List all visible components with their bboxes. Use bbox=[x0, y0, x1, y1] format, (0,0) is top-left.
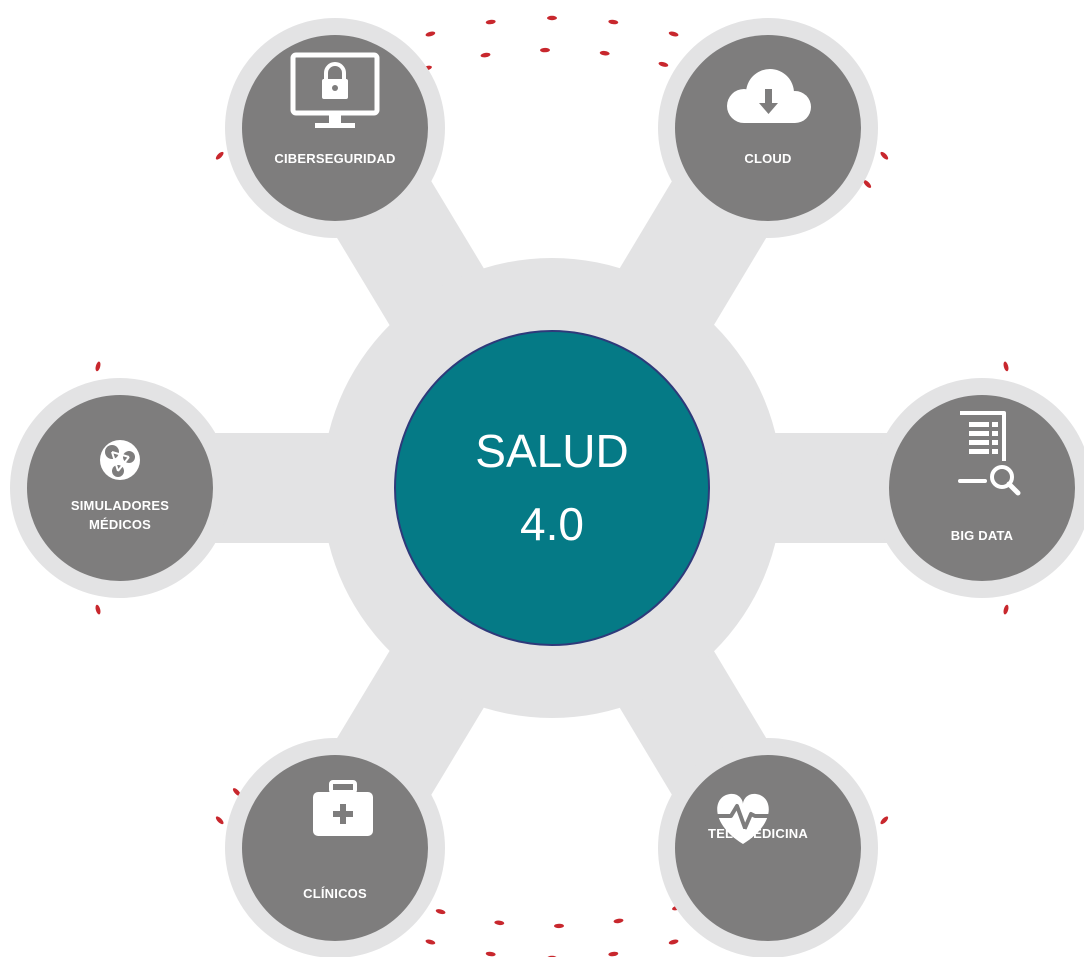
ring-dot bbox=[95, 604, 101, 615]
ring-dot bbox=[95, 361, 101, 372]
ring-dot bbox=[1003, 604, 1009, 615]
node-disc bbox=[27, 395, 213, 581]
node-disc bbox=[889, 395, 1075, 581]
ring-dot bbox=[880, 151, 889, 160]
ring-dot bbox=[880, 816, 889, 825]
node-disc bbox=[242, 755, 428, 941]
node-disc bbox=[675, 35, 861, 221]
ring-dot bbox=[668, 939, 679, 945]
ring-dot bbox=[599, 50, 610, 56]
center-disc bbox=[394, 330, 710, 646]
globe-network-icon bbox=[100, 440, 140, 480]
ring-dot bbox=[608, 951, 619, 957]
ring-dot bbox=[608, 19, 619, 25]
label-cloud: CLOUD bbox=[744, 151, 791, 166]
ring-dot bbox=[215, 151, 224, 160]
ring-dot bbox=[480, 52, 491, 58]
ring-dot bbox=[425, 939, 436, 945]
medical-kit-icon bbox=[313, 780, 373, 836]
node-telemedicina: TELEMEDICINA bbox=[658, 738, 878, 957]
node-big-data: BIG DATA bbox=[872, 378, 1084, 598]
label-clinicos: CLÍNICOS bbox=[303, 886, 367, 901]
center-title-line1: SALUD bbox=[475, 425, 628, 477]
lock-monitor-icon bbox=[290, 52, 380, 128]
ring-dot bbox=[1003, 361, 1009, 372]
ring-dot bbox=[435, 909, 446, 915]
heart-pulse-icon bbox=[713, 793, 773, 844]
ring-dot bbox=[863, 180, 872, 188]
node-clinicos: CLÍNICOS bbox=[225, 738, 445, 957]
ring-dot bbox=[613, 918, 624, 924]
ring-dot bbox=[554, 923, 564, 929]
node-simuladores-medicos: SIMULADORES MÉDICOS bbox=[10, 378, 230, 598]
ring-dot bbox=[232, 788, 241, 796]
label-ciberseguridad: CIBERSEGURIDAD bbox=[274, 151, 395, 166]
label-big-data: BIG DATA bbox=[951, 528, 1014, 543]
cloud-download-icon bbox=[727, 69, 811, 123]
ring-dot bbox=[668, 31, 679, 37]
label-telemedicina: TELEMEDICINA bbox=[708, 826, 808, 841]
ring-dot bbox=[485, 951, 496, 957]
node-ciberseguridad: CIBERSEGURIDAD bbox=[225, 18, 445, 238]
ring-dot bbox=[547, 15, 557, 21]
ring-dot bbox=[494, 920, 505, 926]
ring-dot bbox=[425, 31, 436, 37]
center-node: SALUD 4.0 bbox=[394, 330, 710, 646]
label-simuladores: SIMULADORES bbox=[71, 498, 169, 513]
ring-dot bbox=[658, 61, 669, 67]
center-title-line2: 4.0 bbox=[520, 498, 584, 550]
node-cloud: CLOUD bbox=[658, 18, 878, 238]
label-medicos: MÉDICOS bbox=[89, 517, 151, 532]
ring-dot bbox=[485, 19, 496, 25]
ring-dot bbox=[215, 816, 224, 825]
document-search-icon bbox=[958, 411, 1021, 496]
node-disc bbox=[675, 755, 861, 941]
ring-dot bbox=[540, 47, 550, 53]
